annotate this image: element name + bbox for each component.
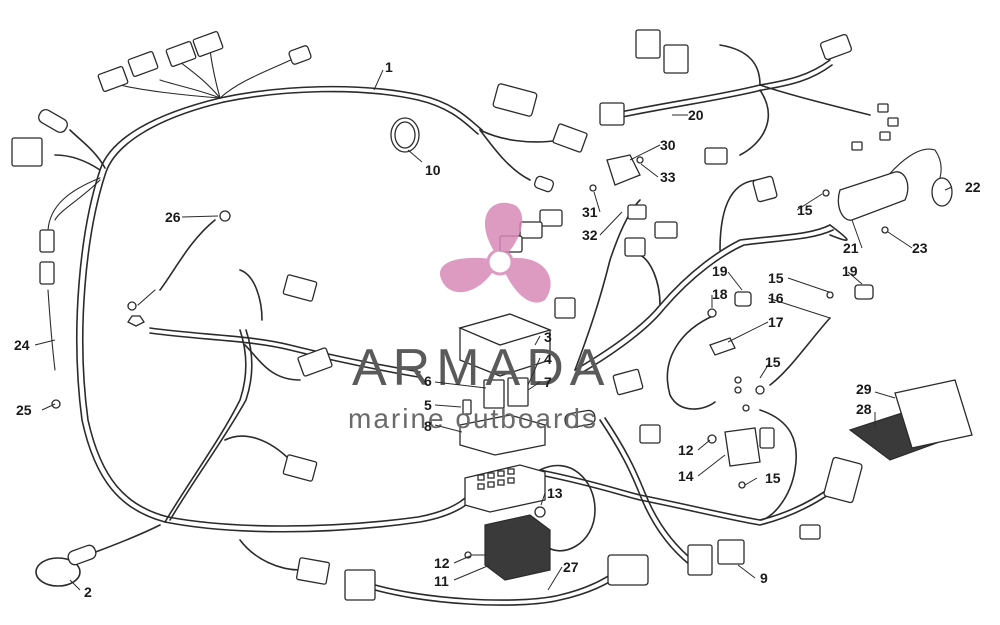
callout-19b: 19 [842, 263, 858, 279]
callout-15c: 15 [765, 470, 781, 486]
callout-30: 30 [660, 137, 676, 153]
callout-8: 8 [424, 418, 432, 434]
main-harness-wires [35, 44, 942, 606]
callout-10: 10 [425, 162, 441, 178]
callouts: 1 2 3 4 5 6 7 8 9 10 11 12 12 13 14 15 1… [14, 59, 981, 600]
callout-19a: 19 [712, 263, 728, 279]
connectors [11, 29, 973, 601]
callout-12b: 12 [678, 442, 694, 458]
leader-lines [34, 69, 953, 591]
watermark-subtitle: marine outboards [348, 403, 598, 434]
callout-13: 13 [547, 485, 563, 501]
callout-27: 27 [563, 559, 579, 575]
callout-15a: 15 [797, 202, 813, 218]
callout-26: 26 [165, 209, 181, 225]
callout-1: 1 [385, 59, 393, 75]
callout-2: 2 [84, 584, 92, 600]
callout-24: 24 [14, 337, 30, 353]
watermark-title: ARMADA [352, 339, 610, 397]
callout-14: 14 [678, 468, 694, 484]
callout-18: 18 [712, 286, 728, 302]
callout-15d: 15 [768, 270, 784, 286]
callout-6: 6 [424, 373, 432, 389]
callout-4: 4 [544, 351, 552, 367]
fuse-grid [477, 468, 515, 490]
callout-17: 17 [768, 314, 784, 330]
callout-22: 22 [965, 179, 981, 195]
callout-7: 7 [544, 374, 552, 390]
callout-3: 3 [544, 329, 552, 345]
callout-20: 20 [688, 107, 704, 123]
callout-15b: 15 [765, 354, 781, 370]
callout-11: 11 [434, 573, 449, 589]
callout-9: 9 [760, 570, 768, 586]
callout-25: 25 [16, 402, 32, 418]
callout-21: 21 [843, 240, 859, 256]
callout-23: 23 [912, 240, 928, 256]
armada-logo [439, 202, 551, 303]
callout-32: 32 [582, 227, 598, 243]
callout-29: 29 [856, 381, 872, 397]
callout-12a: 12 [434, 555, 450, 571]
callout-16: 16 [768, 290, 784, 306]
callout-31: 31 [582, 204, 598, 220]
callout-5: 5 [424, 397, 432, 413]
callout-28: 28 [856, 401, 872, 417]
callout-33: 33 [660, 169, 676, 185]
